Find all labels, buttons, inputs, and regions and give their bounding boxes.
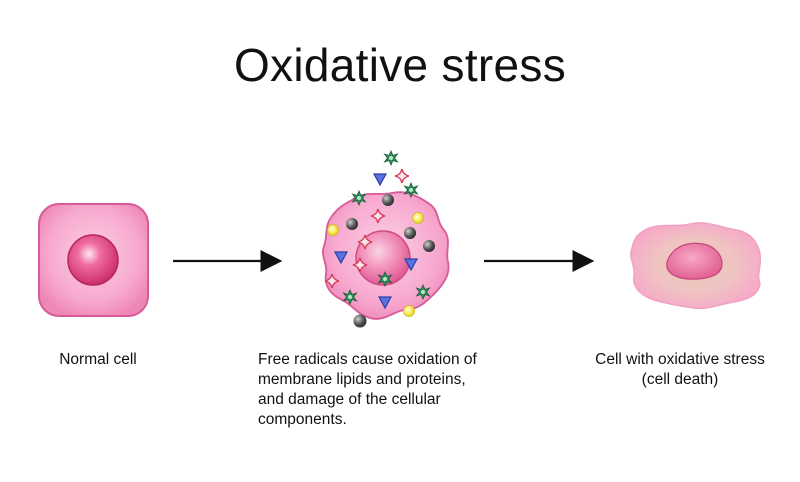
free-radical-triangle-icon <box>373 173 387 186</box>
caption-free-radicals: Free radicals cause oxidation of membran… <box>258 350 548 430</box>
page-title: Oxidative stress <box>233 39 566 91</box>
stressed-cell-nucleus <box>666 242 723 280</box>
caption-stressed-cell: Cell with oxidative stress (cell death) <box>575 350 785 390</box>
caption-line: Cell with oxidative stress <box>595 351 765 368</box>
free-radical-spark-icon <box>394 168 410 184</box>
caption-line: (cell death) <box>641 371 719 388</box>
free-radical-sphere-icon <box>353 314 367 328</box>
normal-cell <box>38 203 149 317</box>
caption-line: and damage of the cellular <box>258 391 441 408</box>
free-radical-sphere-icon <box>404 227 416 239</box>
free-radical-yellow-icon <box>327 224 339 236</box>
stressed-cell <box>630 222 762 310</box>
normal-cell-nucleus <box>67 234 119 286</box>
caption-line: membrane lipids and proteins, <box>258 371 466 388</box>
free-radical-sphere-icon <box>382 194 394 206</box>
free-radical-yellow-icon <box>403 305 415 317</box>
attacked-cell <box>322 150 450 328</box>
free-radical-sphere-icon <box>423 240 435 252</box>
free-radical-star-icon <box>384 150 398 166</box>
caption-line: Free radicals cause oxidation of <box>258 351 477 368</box>
free-radical-sphere-icon <box>346 218 358 230</box>
attacked-cell-nucleus <box>355 230 411 286</box>
caption-line: components. <box>258 411 347 428</box>
free-radical-yellow-icon <box>412 212 424 224</box>
caption-normal-cell: Normal cell <box>59 351 137 368</box>
